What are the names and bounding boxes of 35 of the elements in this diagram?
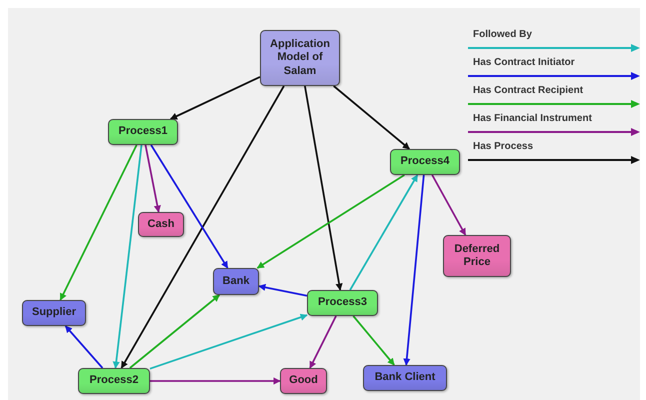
party-box: Bank <box>213 268 259 295</box>
arrow <box>64 325 104 369</box>
legend-label: Has Contract Initiator <box>473 57 575 68</box>
process-box: Process4 <box>390 149 460 175</box>
process-box: Process1 <box>108 119 178 145</box>
arrow <box>352 315 395 366</box>
arrow <box>150 377 281 385</box>
legend-label: Has Financial Instrument <box>473 113 592 124</box>
arrow <box>129 294 220 369</box>
arrow <box>150 314 308 370</box>
process-box: Process2 <box>78 368 150 394</box>
arrow <box>403 174 425 366</box>
arrow <box>309 316 337 369</box>
arrow <box>258 284 308 297</box>
arrow <box>349 174 418 290</box>
arrow <box>256 174 405 269</box>
arrow <box>333 85 410 150</box>
arrow <box>144 144 161 213</box>
arrow <box>431 174 466 236</box>
arrow <box>60 144 138 301</box>
instrument-box: Deferred Price <box>443 235 511 277</box>
instrument-box: Good <box>280 368 327 394</box>
arrow <box>120 86 285 369</box>
legend-label: Has Process <box>473 141 534 152</box>
arrow <box>170 76 260 120</box>
arrow <box>150 144 228 269</box>
party-box: Bank Client <box>363 365 447 391</box>
legend-label: Has Contract Recipient <box>473 85 584 96</box>
instrument-box: Cash <box>138 212 184 237</box>
arrow <box>304 86 343 291</box>
model-box: Application Model of Salam <box>260 30 340 86</box>
arrow <box>112 144 142 369</box>
legend-label: Followed By <box>473 29 532 40</box>
process-box: Process3 <box>307 290 378 316</box>
party-box: Supplier <box>22 300 86 326</box>
